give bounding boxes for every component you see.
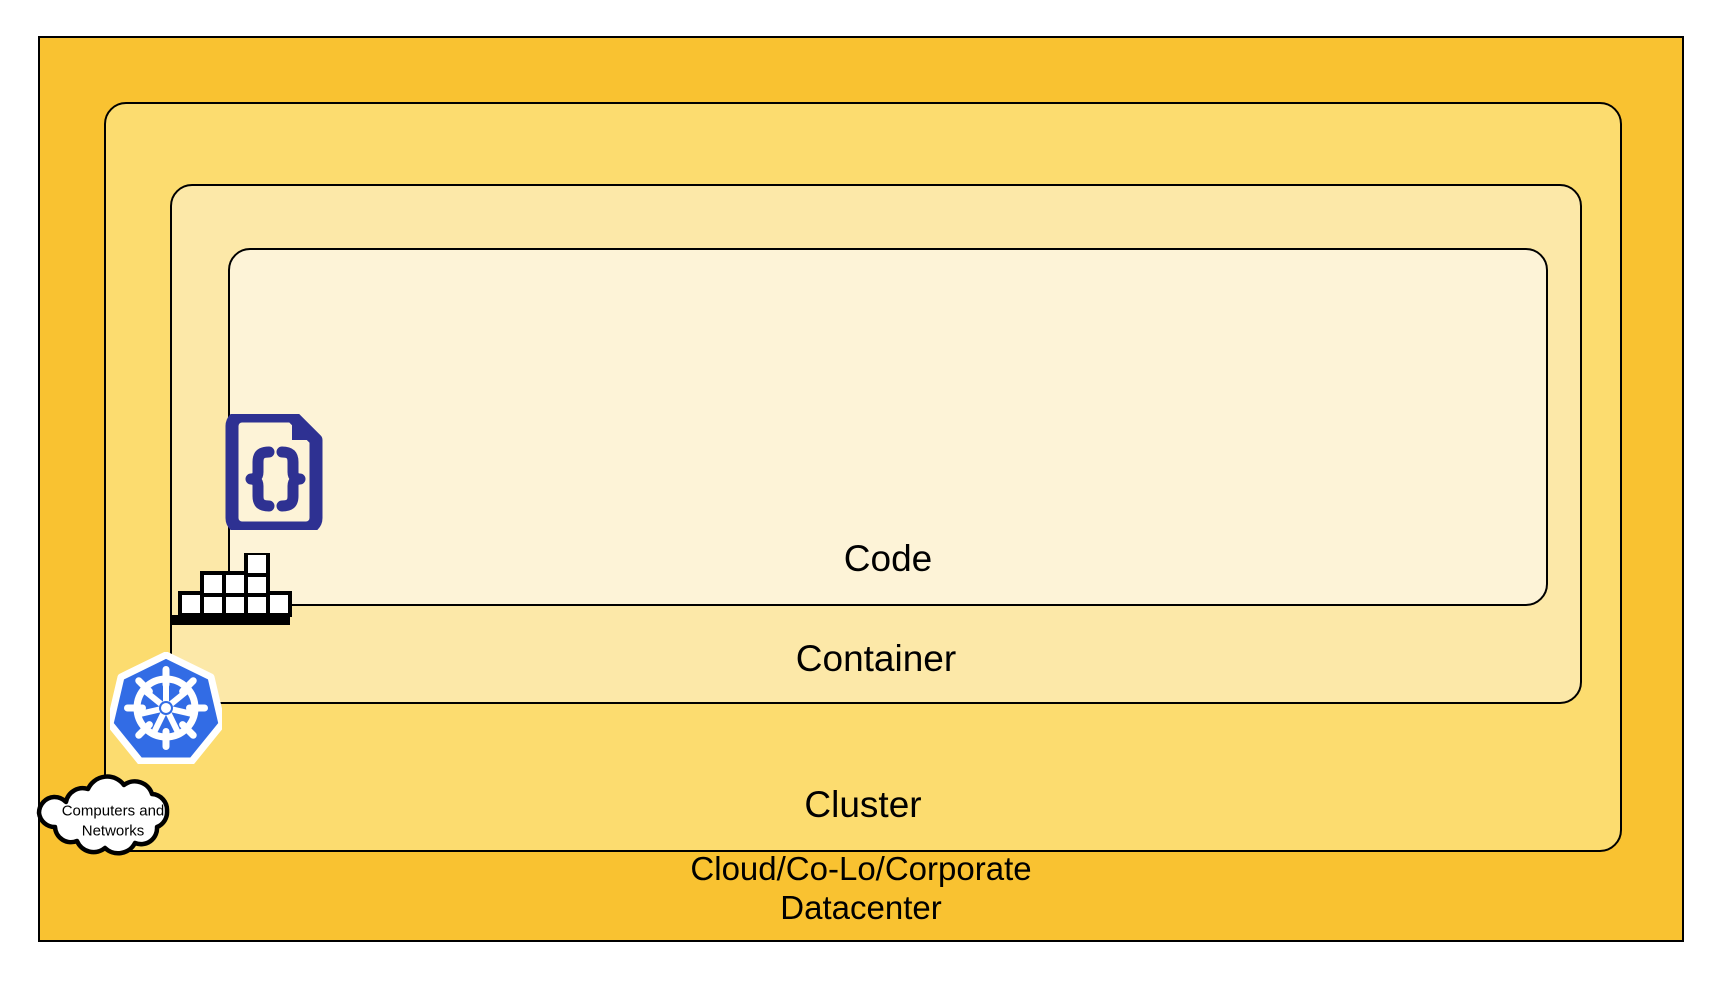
- code-braces-file-icon: [222, 409, 326, 535]
- container-blocks-icon: [168, 551, 292, 625]
- layer-container[interactable]: Code Container: [170, 184, 1582, 704]
- layer-code[interactable]: Code: [228, 248, 1548, 606]
- layer-label-datacenter-line1: Cloud/Co-Lo/Corporate: [690, 850, 1032, 888]
- kubernetes-helm-icon: [106, 651, 226, 765]
- layer-label-cluster: Cluster: [804, 784, 922, 826]
- layer-label-code: Code: [843, 538, 933, 580]
- layer-datacenter[interactable]: Code Container Cluster Cloud/Co-Lo/Corpo…: [38, 36, 1684, 942]
- layer-label-datacenter-line2: Datacenter: [780, 889, 942, 927]
- layer-cluster[interactable]: Code Container Cluster: [104, 102, 1622, 852]
- layer-label-datacenter: Cloud/Co-Lo/Corporate Datacenter: [40, 850, 1682, 928]
- computers-and-networks-cloud-icon[interactable]: Computers and Networks: [30, 774, 196, 868]
- layer-label-container: Container: [795, 638, 957, 680]
